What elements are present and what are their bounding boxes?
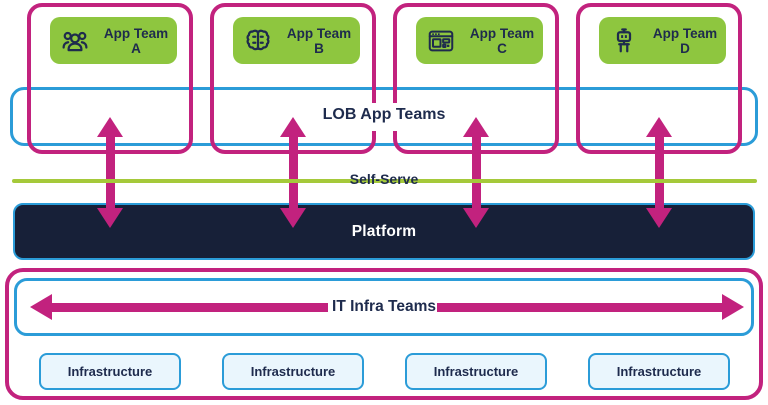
infrastructure-box-2: Infrastructure [222, 353, 364, 390]
arrow-up-head [646, 117, 672, 137]
it-infra-teams-label: IT Infra Teams [332, 298, 436, 315]
team-pill-a: App Team A [50, 17, 177, 64]
arrow-up-head [463, 117, 489, 137]
infrastructure-box-1: Infrastructure [39, 353, 181, 390]
infrastructure-box-4: Infrastructure [588, 353, 730, 390]
lob-band-label: LOB App Teams [322, 106, 446, 123]
team-pill-c: App Team C [416, 17, 543, 64]
team-pill-d: App Team D [599, 17, 726, 64]
lob-label-backdrop [365, 103, 422, 131]
brain-icon [242, 25, 274, 57]
arrow-down-head [97, 208, 123, 228]
bidirectional-arrow-a [97, 117, 123, 228]
arrow-shaft [105, 131, 115, 214]
team-label-a: App Team A [103, 25, 169, 56]
team-label-c: App Team C [469, 25, 535, 56]
it-infra-outer-box [5, 268, 763, 400]
infrastructure-label: Infrastructure [433, 364, 519, 379]
arrow-down-head [646, 208, 672, 228]
it-infra-teams-band [14, 278, 754, 336]
platform-label: Platform [351, 222, 417, 240]
lob-app-teams-band [10, 87, 758, 146]
team-label-b: App Team B [286, 25, 352, 56]
infrastructure-label: Infrastructure [616, 364, 702, 379]
platform-box: Platform [13, 203, 755, 260]
arrow-shaft [471, 131, 481, 214]
arrow-up-head [280, 117, 306, 137]
arrow-up-head [97, 117, 123, 137]
browser-window-icon [425, 25, 457, 57]
infrastructure-box-3: Infrastructure [405, 353, 547, 390]
people-icon [59, 25, 91, 57]
self-serve-line [12, 179, 757, 183]
bidirectional-arrow-b [280, 117, 306, 228]
robot-icon [608, 25, 640, 57]
arrow-right-head [722, 294, 744, 320]
bidirectional-arrow-d [646, 117, 672, 228]
arrow-shaft [288, 131, 298, 214]
arrow-down-head [280, 208, 306, 228]
arrow-shaft [654, 131, 664, 214]
bidirectional-arrow-c [463, 117, 489, 228]
self-serve-label: Self-Serve [349, 171, 419, 187]
arrow-down-head [463, 208, 489, 228]
team-pill-b: App Team B [233, 17, 360, 64]
arrow-left-head [30, 294, 52, 320]
infrastructure-label: Infrastructure [67, 364, 153, 379]
it-infra-label-backdrop [328, 295, 437, 321]
infrastructure-label: Infrastructure [250, 364, 336, 379]
team-label-d: App Team D [652, 25, 718, 56]
